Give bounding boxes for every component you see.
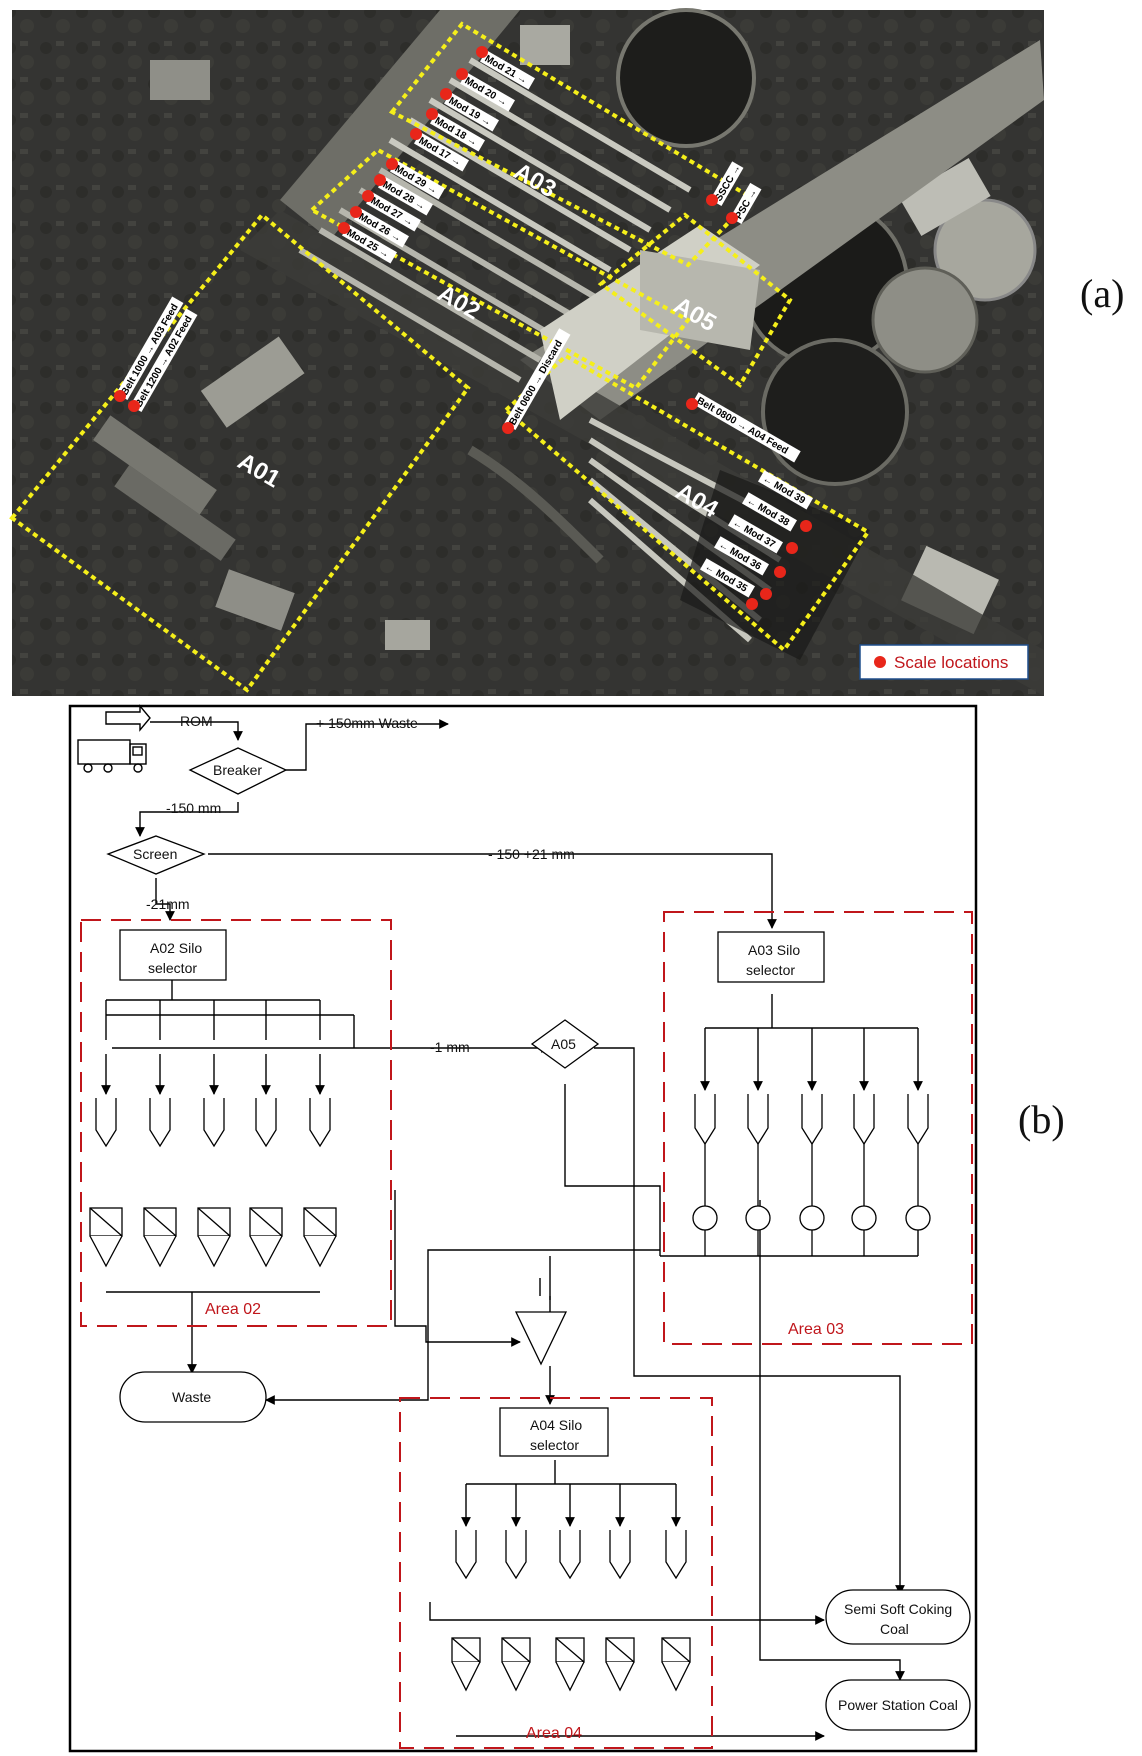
a03-selector-line2: selector [746, 962, 795, 978]
a04-units [451, 1530, 691, 1692]
scale-markers [114, 46, 812, 610]
waste-150-label: + 150mm Waste [316, 715, 418, 731]
building [215, 569, 295, 631]
screen-label: Screen [133, 846, 177, 862]
zone-a05 [597, 212, 793, 388]
breaker-label: Breaker [213, 762, 262, 778]
legend-label: Scale locations [894, 653, 1008, 672]
a02-selector-line2: selector [148, 960, 197, 976]
tank [616, 8, 756, 148]
legend-box [859, 644, 1029, 680]
sscc-line2: Coal [880, 1621, 909, 1637]
area-box-04 [399, 1397, 713, 1749]
a02-selector-box [119, 929, 227, 981]
area-box-03 [663, 911, 973, 1345]
aerial-photo [12, 8, 1044, 696]
minus1-label: -1 mm [430, 1039, 470, 1055]
building [150, 60, 210, 100]
legend: Scale locations [859, 644, 1029, 680]
legend-marker [874, 656, 886, 668]
a03-selector-box [717, 931, 825, 983]
area02-label: Area 02 [205, 1301, 261, 1318]
area04-label: Area 04 [526, 1725, 582, 1742]
zone-a04 [502, 353, 871, 653]
area-box-02 [80, 919, 392, 1327]
screen-node [106, 835, 206, 875]
minus21-label: -21mm [146, 896, 190, 912]
psc-node [825, 1679, 971, 1731]
waste-label: Waste [172, 1389, 211, 1405]
building [93, 415, 217, 515]
a05-node [530, 1019, 600, 1069]
a04-selector-box [499, 1407, 609, 1457]
building [114, 465, 236, 561]
a02-hoppers [95, 1098, 331, 1148]
zone-a02 [308, 147, 692, 391]
feed-triangle [514, 1311, 568, 1366]
rom-label: ROM [180, 713, 213, 729]
tank [761, 338, 909, 486]
panel-label-b: (b) [1018, 1097, 1065, 1142]
building [200, 336, 305, 428]
area-boxes [80, 911, 973, 1749]
waste-node [119, 1371, 267, 1423]
building [520, 25, 570, 65]
building [899, 157, 991, 237]
a04-selector-line2: selector [530, 1437, 579, 1453]
breaker-node [188, 747, 288, 795]
a04-selector-line1: A04 Silo [530, 1417, 582, 1433]
sscc-node [825, 1589, 971, 1645]
range-150-21-label: - 150 +21 mm [488, 846, 575, 862]
zone-a01 [9, 212, 471, 693]
tank [933, 198, 1037, 302]
tank [871, 266, 979, 374]
area03-label: Area 03 [788, 1321, 844, 1338]
panel-label-a: (a) [1080, 271, 1125, 316]
minus150-label: -150 mm [166, 800, 221, 816]
a02-selector-line1: A02 Silo [150, 940, 202, 956]
psc-label: Power Station Coal [838, 1697, 958, 1713]
a05-label: A05 [551, 1036, 576, 1052]
a02-cyclones [89, 1207, 337, 1268]
truck-icon [77, 704, 151, 773]
building [385, 620, 430, 650]
sscc-line1: Semi Soft Coking [844, 1601, 952, 1617]
a03-selector-line1: A03 Silo [748, 942, 800, 958]
